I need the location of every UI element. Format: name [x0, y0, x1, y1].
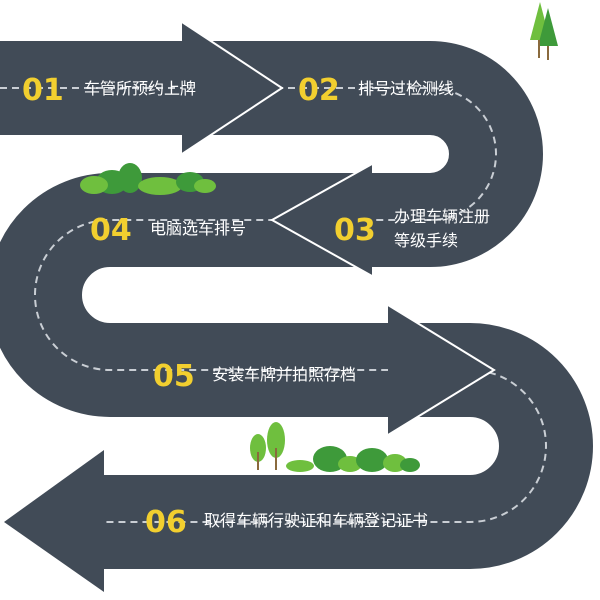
bushes-and-trees-icon: [250, 422, 420, 472]
chevron-line-1: [181, 21, 284, 155]
step-label: 排号过检测线: [358, 79, 454, 98]
arrow-head-left-upper: [272, 164, 372, 276]
step-label: 办理车辆注册: [394, 207, 490, 226]
step-number: 06: [145, 505, 187, 540]
step-number: 01: [22, 73, 64, 108]
step-number: 05: [153, 359, 195, 394]
bushes-icon: [80, 163, 216, 195]
step-number: 02: [298, 73, 340, 108]
step-05: 05 安装车牌并拍照存档: [153, 359, 356, 394]
step-number: 03: [334, 213, 376, 248]
arrow-head-right-top: [182, 22, 282, 154]
step-label: 等级手续: [394, 231, 458, 250]
step-label: 取得车辆行驶证和车辆登记证书: [204, 511, 428, 530]
chevron-line-2: [269, 163, 373, 277]
pine-trees-icon: [530, 2, 558, 60]
road-center-dashes: [0, 87, 547, 523]
step-02: 02 排号过检测线: [298, 73, 454, 108]
arrow-head-right-middle: [388, 305, 494, 435]
step-06: 06 取得车辆行驶证和车辆登记证书: [145, 505, 428, 540]
step-label: 车管所预约上牌: [84, 79, 196, 98]
step-01: 01 车管所预约上牌: [22, 73, 196, 108]
step-label: 电脑选车排号: [150, 219, 246, 238]
step-03: 03 办理车辆注册 等级手续: [334, 207, 490, 250]
step-label: 安装车牌并拍照存档: [212, 365, 356, 384]
chevron-line-3: [387, 304, 496, 436]
step-number: 04: [90, 213, 132, 248]
arrow-head-left-bottom: [4, 450, 104, 592]
step-04: 04 电脑选车排号: [90, 213, 246, 248]
